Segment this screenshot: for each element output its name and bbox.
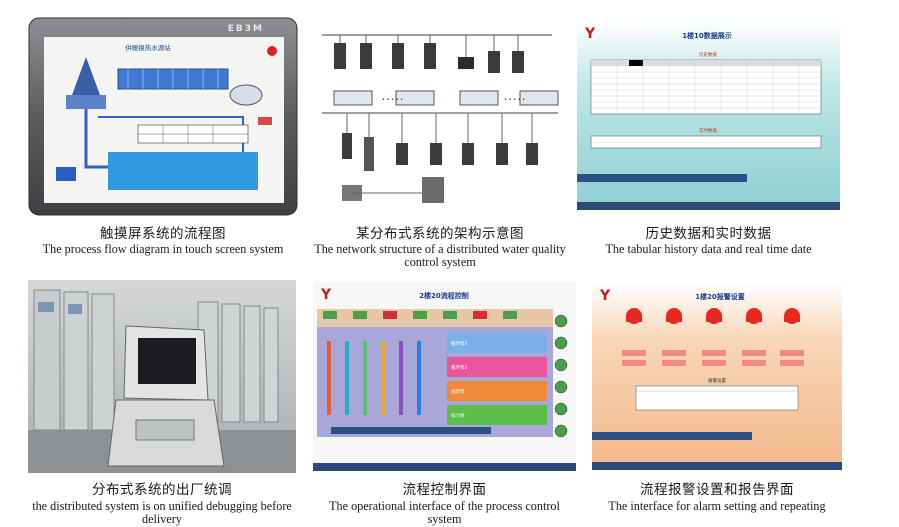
network-diagram: • • • • • • • • • • [312, 17, 568, 212]
svg-text:Y: Y [584, 26, 596, 42]
ellipsis-right: • • • • • [504, 97, 525, 103]
history-data-screen: Y 1楼10数据展示 历史数据 实时数据 [577, 20, 840, 210]
process-control-screen: Y 2楼20流程控制 循环泵1 循环泵2 加药泵 排污阀 [313, 281, 576, 471]
caption-zh-1: 触摸屏系统的流程图 [100, 226, 226, 242]
caption-en-2: The network structure of a distributed w… [314, 242, 566, 269]
touchscreen-device-image: EB3M 供暖换热水源站 [28, 17, 298, 216]
figure-factory-photo [28, 280, 296, 473]
caption-en-6: The interface for alarm setting and repe… [608, 499, 826, 513]
device-brand-label: EB3M [228, 24, 264, 34]
caption-en-5: The operational interface of the process… [329, 499, 560, 526]
ellipsis-left: • • • • • [382, 97, 403, 103]
row-label-4: 排污阀 [451, 412, 465, 419]
history-panel-title: 历史数据 [699, 51, 717, 58]
caption-zh-3: 历史数据和实时数据 [645, 226, 772, 242]
row-label-3: 加药泵 [451, 388, 465, 395]
figure-history-data: Y 1楼10数据展示 历史数据 实时数据 [577, 20, 840, 210]
alarm-panel-title: 报警设置 [708, 377, 726, 384]
history-screen-title: 1楼10数据展示 [682, 31, 732, 40]
caption-zh-5: 流程控制界面 [402, 482, 487, 498]
figure-process-control: Y 2楼20流程控制 循环泵1 循环泵2 加药泵 排污阀 [313, 281, 576, 471]
process-screen-title: 2楼20流程控制 [419, 291, 469, 300]
caption-en-1: The process flow diagram in touch screen… [42, 242, 284, 256]
row-label-1: 循环泵1 [451, 340, 467, 347]
svg-text:Y: Y [599, 288, 611, 304]
touchscreen-title: 供暖换热水源站 [125, 43, 171, 52]
caption-zh-6: 流程报警设置和报告界面 [640, 482, 794, 498]
figure-touchscreen: EB3M 供暖换热水源站 [28, 17, 298, 217]
row-label-2: 循环泵2 [451, 364, 467, 371]
caption-zh-4: 分布式系统的出厂统调 [92, 482, 232, 498]
realtime-panel-title: 实时数据 [699, 127, 717, 134]
alarm-settings-screen: Y 1楼20报警设置 报警设置 [592, 282, 842, 470]
figure-alarm-settings: Y 1楼20报警设置 报警设置 [592, 282, 842, 470]
alarm-screen-title: 1楼20报警设置 [695, 292, 745, 301]
caption-zh-2: 某分布式系统的架构示意图 [356, 226, 524, 242]
caption-en-4: the distributed system is on unified deb… [32, 499, 292, 526]
caption-en-3: The tabular history data and real time d… [605, 242, 812, 256]
svg-text:Y: Y [320, 287, 332, 303]
factory-photo [28, 280, 296, 473]
figure-network-architecture: • • • • • • • • • • [312, 17, 568, 212]
